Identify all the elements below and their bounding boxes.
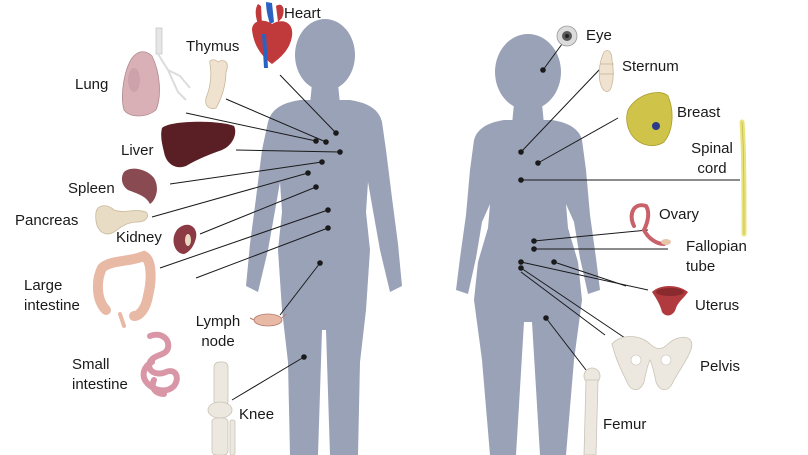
thymus-dot: [323, 139, 329, 145]
large-intestine-label: Large intestine: [24, 277, 80, 314]
female-body-silhouette: [456, 34, 600, 455]
pelvis-dot-2: [518, 265, 524, 271]
ovary-dot: [531, 238, 537, 244]
heart-dot: [333, 130, 339, 136]
kidney-label: Kidney: [116, 229, 162, 246]
thymus-label: Thymus: [186, 38, 240, 55]
large-intestine-dot: [325, 207, 331, 213]
small-intestine-icon: [140, 331, 180, 397]
ovary-icon: [629, 203, 671, 246]
breast-dot: [535, 160, 541, 166]
pelvis-icon: [611, 336, 693, 391]
sternum-dot: [518, 149, 524, 155]
ovary-label: Ovary: [659, 206, 700, 223]
lymph-node-dot: [317, 260, 323, 266]
heart-label: Heart: [284, 5, 321, 22]
spleen-label: Spleen: [68, 180, 115, 197]
spinal-cord-icon: [739, 119, 747, 237]
liver-icon: [161, 121, 236, 168]
kidney-icon: [173, 224, 197, 254]
thymus-icon: [205, 59, 228, 109]
liver-dot: [337, 149, 343, 155]
fallopian-tube-label: Fallopian tube: [686, 238, 747, 275]
breast-icon: [626, 92, 673, 146]
uterus-dot: [551, 259, 557, 265]
lung-label: Lung: [75, 76, 109, 93]
eye-dot: [540, 67, 546, 73]
knee-dot: [301, 354, 307, 360]
knee-label: Knee: [239, 406, 275, 423]
male-body-silhouette: [246, 19, 402, 455]
lung-dot: [313, 138, 319, 144]
pancreas-dot: [305, 170, 311, 176]
target-dots: [301, 67, 557, 360]
pancreas-label: Pancreas: [15, 212, 79, 229]
eye-label: Eye: [586, 27, 612, 44]
uterus-label: Uterus: [695, 297, 740, 314]
kidney-dot: [313, 184, 319, 190]
large-intestine-icon: [92, 250, 156, 328]
femur-dot: [543, 315, 549, 321]
pancreas-icon: [95, 205, 148, 235]
liver-label: Liver: [121, 142, 154, 159]
small-intestine-label: Small intestine: [72, 356, 128, 393]
small-intestine-dot: [325, 225, 331, 231]
spleen-icon: [121, 168, 157, 204]
femur-icon: [583, 367, 601, 455]
lymph-node-label: Lymph node: [195, 313, 241, 350]
spinal-cord-label: Spinal cord: [691, 140, 733, 177]
sternum-label: Sternum: [622, 58, 679, 75]
sternum-icon: [598, 50, 614, 92]
lung-icon: [122, 27, 191, 117]
lymph-node-icon: [249, 313, 287, 327]
leader-lines: [151, 39, 740, 401]
pelvis-dot-1: [518, 259, 524, 265]
spleen-dot: [319, 159, 325, 165]
uterus-icon: [652, 286, 688, 316]
breast-label: Breast: [677, 104, 721, 121]
eye-icon: [556, 25, 578, 47]
knee-icon: [207, 361, 236, 455]
fallopian-tube-dot: [531, 246, 537, 252]
femur-label: Femur: [603, 416, 647, 433]
spinal-cord-dot: [518, 177, 524, 183]
heart-icon: [252, 2, 293, 68]
pelvis-label: Pelvis: [700, 358, 741, 375]
